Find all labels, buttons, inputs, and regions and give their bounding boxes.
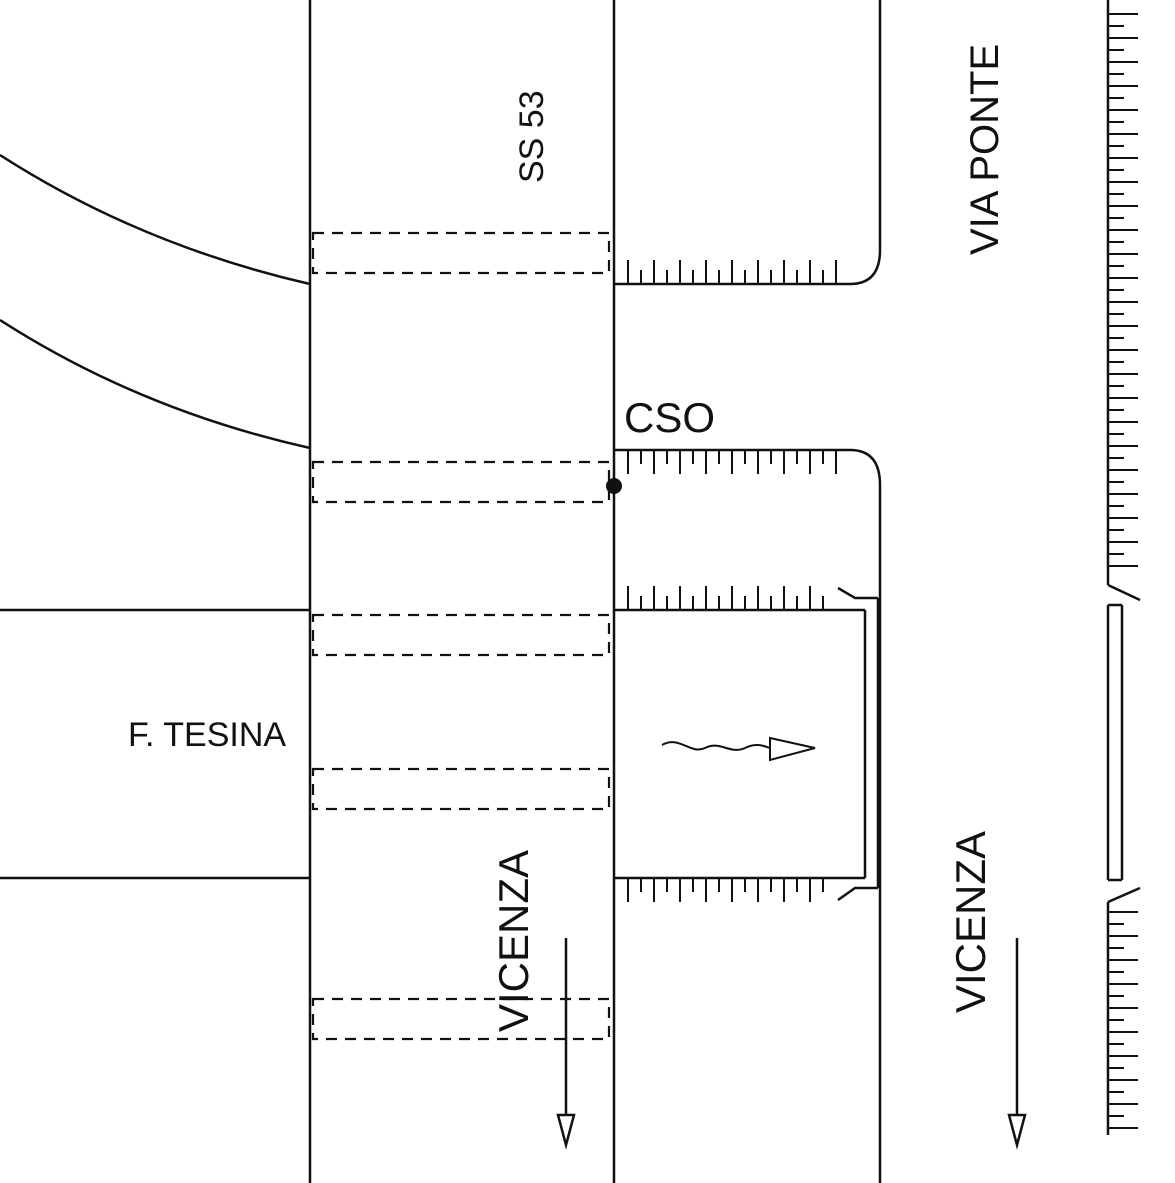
culvert-5 [311,997,611,1041]
label-via-ponte: VIA PONTE [963,44,1007,255]
flow-arrow-head [769,736,816,762]
cso-point-marker [606,478,622,494]
label-vicenza-left: VICENZA [490,850,537,1032]
via-ponte-upper-block [614,0,882,286]
arrow-right-head [1007,1113,1027,1150]
tick-marks [627,13,1138,1129]
label-vicenza-right: VICENZA [947,831,994,1013]
culvert-2 [311,460,611,504]
right-bridge-symbol [1106,583,1141,904]
culvert-1 [311,231,611,275]
label-ss53: SS 53 [513,90,551,183]
culverts [311,231,611,1041]
label-cso: CSO [624,394,715,441]
arrow-left-head [556,1113,576,1150]
label-f-tesina: F. TESINA [128,716,286,754]
via-ponte-lower-block [614,448,882,1183]
side-road-lower-curve [0,318,311,450]
side-road-upper-curve [0,153,311,286]
culvert-4 [311,767,611,811]
bridge-symbol-right [837,586,880,902]
flow-wavy-line [661,741,771,751]
culvert-3 [311,613,611,657]
